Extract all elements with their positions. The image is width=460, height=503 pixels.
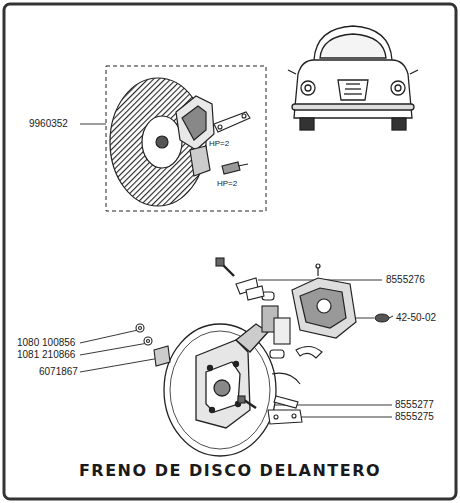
frame xyxy=(4,4,456,499)
small-parts xyxy=(136,258,322,424)
part-number: 9960352 xyxy=(28,118,69,129)
caliper xyxy=(292,264,356,338)
leader-lines xyxy=(80,124,392,417)
part-number: 8555277 xyxy=(394,399,435,410)
part-number: 8555275 xyxy=(394,411,435,422)
grease-symbol xyxy=(375,314,393,322)
part-number: 1080 100856 xyxy=(16,337,76,348)
quantity-note: HP=2 xyxy=(216,180,238,189)
kit-box xyxy=(106,66,266,211)
kit-disc xyxy=(110,78,214,206)
part-number: 1081 210866 xyxy=(16,349,76,360)
quantity-note: HP=2 xyxy=(208,140,230,149)
part-number: 42-50-02 xyxy=(395,312,437,323)
part-number: 6071867 xyxy=(38,366,79,377)
brake-disc xyxy=(164,324,276,456)
car-front xyxy=(288,26,418,130)
part-number: 8555276 xyxy=(385,274,426,285)
title: FRENO DE DISCO DELANTERO xyxy=(79,462,381,480)
